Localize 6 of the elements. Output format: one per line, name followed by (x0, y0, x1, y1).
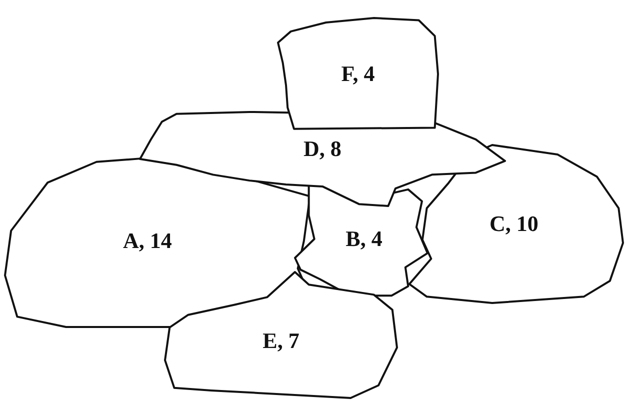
region-label: D, 8 (304, 136, 342, 162)
region-label: E, 7 (262, 328, 300, 354)
region-label: A, 14 (123, 228, 172, 254)
region-label: F, 4 (341, 61, 375, 87)
region-label: B, 4 (346, 226, 382, 252)
region-label: C, 10 (490, 211, 538, 237)
